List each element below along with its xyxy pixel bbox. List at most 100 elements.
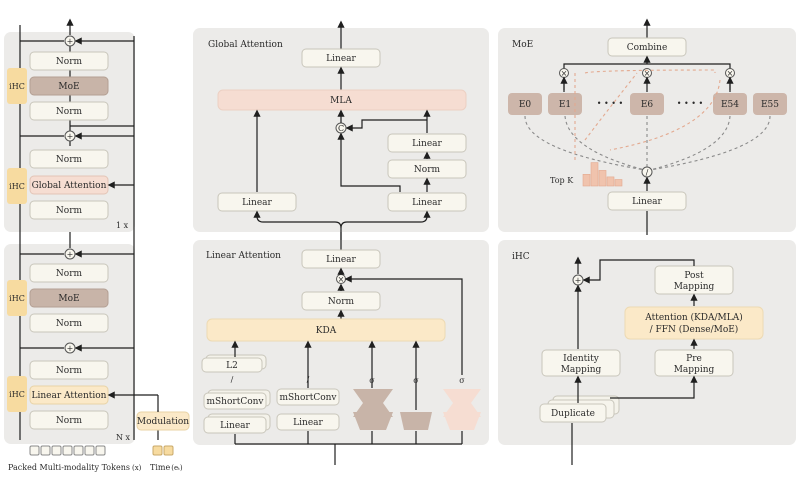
plus-symbol: +	[67, 250, 74, 259]
gate-shape-1b	[353, 412, 393, 430]
swish-mark: ∕	[307, 375, 310, 384]
svg-text:×: ×	[727, 69, 734, 78]
times-nodes: × × ×	[559, 68, 735, 78]
norm-box	[29, 313, 109, 333]
svg-text:×: ×	[561, 69, 568, 78]
short-conv-box	[276, 388, 340, 406]
global-attention-diagram: Global Attention Linear MLA C Linear Lin…	[208, 20, 467, 240]
norm-label: Norm	[56, 269, 83, 279]
svg-text:×: ×	[644, 69, 651, 78]
l2-box	[201, 357, 263, 373]
kda-label: KDA	[316, 326, 337, 336]
tokens-label: Packed Multi-modality Tokens(x)	[8, 463, 142, 472]
sigma-symbol: σ	[459, 376, 465, 385]
ihc-badge-moe	[7, 68, 27, 104]
attention-ffn-label: Attention (KDA/MLA)	[644, 312, 742, 323]
linear-box	[607, 191, 687, 211]
times-symbol: ×	[338, 275, 345, 284]
routing-gray	[524, 115, 771, 171]
mla-label: MLA	[330, 96, 352, 106]
expert-dots: • • • •	[677, 99, 704, 108]
expert-dots: • • • •	[597, 99, 624, 108]
expert-e55	[753, 93, 787, 115]
norm-box	[29, 149, 109, 169]
time-label: Time(eₜ)	[150, 463, 183, 472]
kda-box	[206, 318, 446, 342]
linear-label: Linear	[293, 418, 323, 428]
topk-bar	[582, 174, 591, 187]
routing-orange	[574, 69, 721, 160]
topk-bars	[582, 162, 623, 187]
linear-label: Linear	[220, 421, 250, 431]
gate-shape-3	[443, 389, 481, 417]
norm-label: Norm	[56, 416, 83, 426]
left-column: + iHC Norm MoE Norm + iHC Norm Global At…	[7, 18, 190, 472]
topk-bar	[614, 179, 623, 187]
linear-label: Linear	[412, 139, 442, 149]
norm-box	[29, 101, 109, 121]
svg-text:E0: E0	[519, 100, 532, 110]
duplicate-box	[539, 403, 607, 423]
moe-label: MoE	[58, 294, 79, 304]
global-attention-title: Global Attention	[208, 40, 283, 50]
ihc-diagram: iHC + Post Mapping Attention (KDA/MLA) /…	[512, 252, 764, 465]
moe-box	[29, 76, 109, 96]
linear-attention-label: Linear Attention	[32, 391, 107, 401]
topk-bar	[598, 170, 607, 187]
gate-shape-1	[353, 389, 393, 417]
plus-symbol: +	[67, 37, 74, 46]
linear-attention-diagram: Linear Attention Linear × Norm KDA L2 ∕ …	[201, 232, 481, 465]
l2-label: L2	[226, 361, 238, 371]
gate-shape-3b	[443, 412, 481, 430]
swish-mark: ∕	[231, 375, 234, 384]
combine-label: Combine	[627, 43, 668, 53]
norm-label: Norm	[56, 366, 83, 376]
norm-box	[29, 263, 109, 283]
repeat-nx: N x	[116, 433, 131, 442]
pre-mapping-label: Pre	[686, 354, 702, 364]
plus-symbol: +	[67, 344, 74, 353]
repeat-1x: 1 x	[116, 221, 129, 230]
post-mapping-label: Mapping	[674, 282, 715, 292]
moe-label: MoE	[58, 82, 79, 92]
linear-box	[276, 413, 340, 431]
duplicate-label: Duplicate	[551, 409, 595, 419]
linear-label: Linear	[326, 54, 356, 64]
norm-box	[29, 410, 109, 430]
concat-symbol: C	[338, 124, 344, 133]
linear-label: Linear	[242, 198, 272, 208]
norm-label: Norm	[56, 319, 83, 329]
linear-label: Linear	[412, 198, 442, 208]
svg-text:E6: E6	[641, 100, 654, 110]
swish-mark: ∕	[646, 168, 649, 177]
ihc-label: iHC	[9, 390, 25, 399]
moe-diagram: MoE Combine × × × E0 E1 • • • • E6 • • •…	[508, 18, 787, 235]
short-conv-label: mShortConv	[279, 393, 337, 403]
ihc-title: iHC	[512, 252, 530, 262]
topk-bar	[606, 176, 615, 187]
norm-box	[29, 200, 109, 220]
modulation-box	[136, 411, 190, 431]
post-mapping-label: Post	[684, 271, 704, 281]
identity-mapping-label: Mapping	[561, 365, 602, 375]
ihc-badge-moe-lower	[7, 280, 27, 316]
norm-label: Norm	[328, 297, 355, 307]
expert-e6	[630, 93, 664, 115]
sigma-symbol: σ	[413, 376, 419, 385]
time-squares	[152, 445, 174, 456]
norm-label: Norm	[56, 155, 83, 165]
linear-label: Linear	[632, 197, 662, 207]
short-conv-box	[203, 392, 267, 410]
linear-label: Linear	[326, 255, 356, 265]
global-attention-label: Global Attention	[32, 181, 107, 191]
plus-symbol: +	[575, 276, 582, 285]
plus-symbol: +	[67, 132, 74, 141]
norm-label: Norm	[56, 206, 83, 216]
top-k-label: Top K	[550, 176, 574, 185]
ihc-label: iHC	[9, 82, 25, 91]
gate-shape-2	[400, 412, 432, 430]
expert-e0	[508, 93, 542, 115]
norm-label: Norm	[414, 165, 441, 175]
token-squares	[29, 445, 106, 456]
